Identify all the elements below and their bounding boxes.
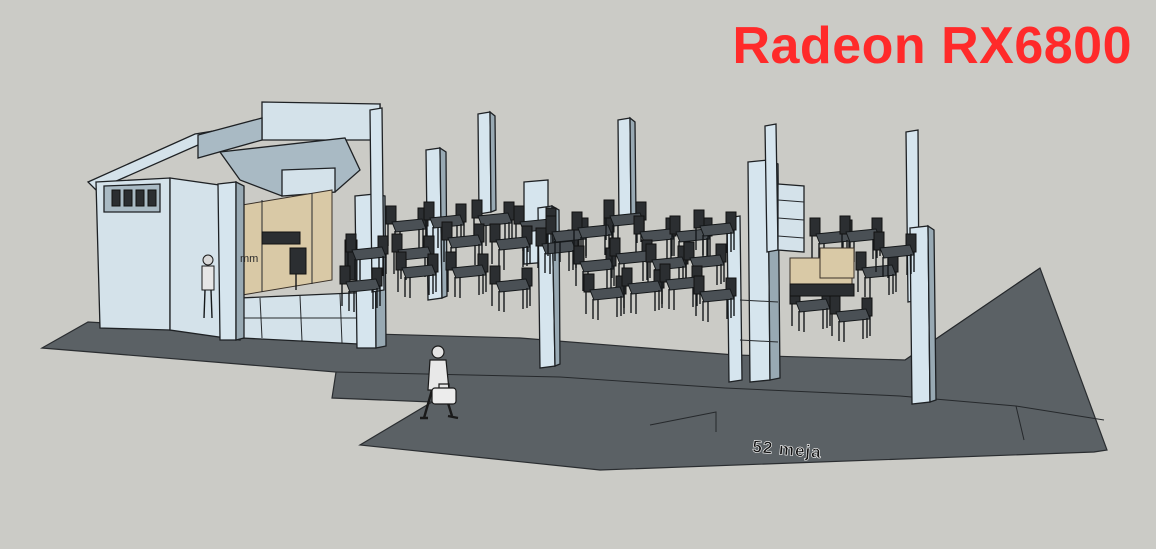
briefcase-icon <box>431 383 457 405</box>
walking-person <box>420 345 459 420</box>
dining-table <box>339 265 383 312</box>
dining-table <box>829 295 873 342</box>
dining-table <box>345 233 389 280</box>
dining-table <box>395 251 439 298</box>
dining-table <box>423 201 467 248</box>
dining-tables <box>339 199 917 342</box>
dining-table <box>489 265 533 312</box>
dining-table <box>489 223 533 270</box>
person-figure-icon <box>201 254 215 319</box>
lounge-area <box>789 247 855 297</box>
dining-table <box>855 251 899 298</box>
gpu-title: Radeon RX6800 <box>732 17 1132 75</box>
dining-table <box>583 273 627 320</box>
kitchen-dimension-label: mm <box>240 253 258 265</box>
dining-table <box>693 275 737 322</box>
kitchen-block: mm <box>86 101 387 349</box>
dining-table <box>693 209 737 256</box>
dining-table <box>659 263 703 310</box>
dining-table <box>873 231 917 278</box>
column-group <box>425 110 937 405</box>
dining-table <box>445 251 489 298</box>
